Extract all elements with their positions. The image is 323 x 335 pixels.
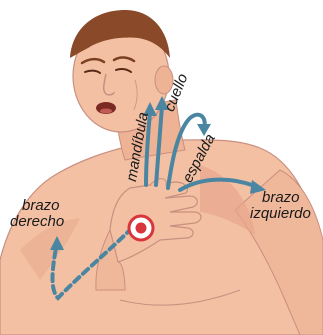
label-right-arm-line1: brazo bbox=[22, 198, 60, 214]
label-right-arm-line2: derecho bbox=[10, 214, 64, 230]
label-left-arm-line2: izquierdo bbox=[250, 206, 311, 222]
label-left-arm-line1: brazo bbox=[262, 190, 300, 206]
target-icon bbox=[129, 216, 153, 240]
